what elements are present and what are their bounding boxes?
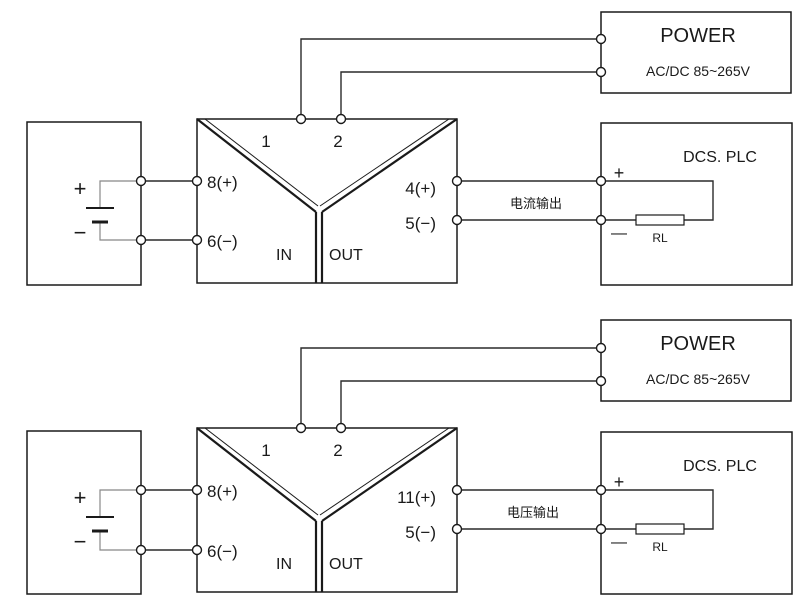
plc-plus-sign: + [614,472,625,492]
terminal-source-plus [135,484,147,496]
terminal-input-plus [191,484,203,496]
module-divider-right [321,118,458,213]
module-pin-1: 1 [261,441,270,460]
plc-box [600,431,793,595]
module-divider-inner-left [204,427,319,516]
panel-voltage-output: POWER AC/DC 85~265V 1 2 8(+) 6(−) 11(+) … [26,319,793,595]
terminal-power-1 [295,113,307,125]
input-minus-label: 6(−) [207,542,238,561]
module-divider-left [196,427,317,522]
module-divider-inner-right [319,427,450,516]
battery-lead-bottom [99,531,141,551]
battery-lead-top [99,489,141,517]
source-minus-sign: − [74,529,87,554]
terminal-plc-minus [595,214,607,226]
output-plus-label: 11(+) [397,488,436,507]
panel-current-output: POWER AC/DC 85~265V 1 2 8(+) 6(−) 4(+) 5… [26,11,793,286]
terminal-source-plus [135,175,147,187]
input-plus-label: 8(+) [207,173,238,192]
terminal-output-plus [451,175,463,187]
terminal-plc-plus [595,175,607,187]
plc-title: DCS. PLC [683,458,757,475]
output-type-label: 电流输出 [510,196,562,212]
power-box [600,11,792,94]
terminal-output-minus [451,523,463,535]
terminal-output-minus [451,214,463,226]
module-pin-2: 2 [333,132,342,151]
power-wire-1 [300,347,600,428]
terminal-power-2 [335,113,347,125]
source-plus-sign: + [74,485,87,510]
input-plus-label: 8(+) [207,482,238,501]
module-divider-inner-right [319,118,450,207]
module-in-label: IN [276,556,292,573]
power-box [600,319,792,402]
source-minus-sign: − [74,220,87,245]
plc-box [600,122,793,286]
plc-loop-wire-top [601,180,714,221]
terminal-source-minus [135,234,147,246]
terminal-plc-minus [595,523,607,535]
module-divider-left [196,118,317,213]
terminal-input-minus [191,544,203,556]
module-pin-2: 2 [333,441,342,460]
module-divider-inner-left [204,118,319,207]
power-wire-2 [340,380,600,428]
power-title: POWER [660,25,736,47]
terminal-power-in-2 [595,66,607,78]
module-out-label: OUT [329,556,363,573]
terminal-input-plus [191,175,203,187]
power-title: POWER [660,333,736,355]
terminal-output-plus [451,484,463,496]
battery-lead-bottom [99,222,141,241]
module-pin-1: 1 [261,132,270,151]
module-divider-right [321,427,458,522]
terminal-power-in-2 [595,375,607,387]
load-resistor [635,214,685,226]
module-out-label: OUT [329,247,363,264]
plc-plus-sign: + [614,163,625,183]
input-minus-label: 6(−) [207,232,238,251]
battery-lead-top [99,180,141,208]
output-type-label: 电压输出 [507,505,559,521]
power-spec: AC/DC 85~265V [646,371,751,387]
power-wire-2 [340,71,600,119]
signal-source-box [26,121,142,286]
load-resistor-label: RL [652,231,668,245]
module-in-label: IN [276,247,292,264]
output-minus-label: 5(−) [405,523,436,542]
terminal-power-1 [295,422,307,434]
plc-minus-sign: — [611,534,627,551]
plc-minus-sign: — [611,225,627,242]
plc-loop-wire-top [601,489,714,530]
plc-title: DCS. PLC [683,149,757,166]
terminal-power-in-1 [595,33,607,45]
output-minus-label: 5(−) [405,214,436,233]
terminal-power-in-1 [595,342,607,354]
terminal-plc-plus [595,484,607,496]
terminal-source-minus [135,544,147,556]
output-plus-label: 4(+) [405,179,436,198]
terminal-input-minus [191,234,203,246]
load-resistor [635,523,685,535]
power-wire-1 [300,38,600,119]
signal-source-box [26,430,142,595]
load-resistor-label: RL [652,540,668,554]
power-spec: AC/DC 85~265V [646,63,751,79]
terminal-power-2 [335,422,347,434]
source-plus-sign: + [74,176,87,201]
